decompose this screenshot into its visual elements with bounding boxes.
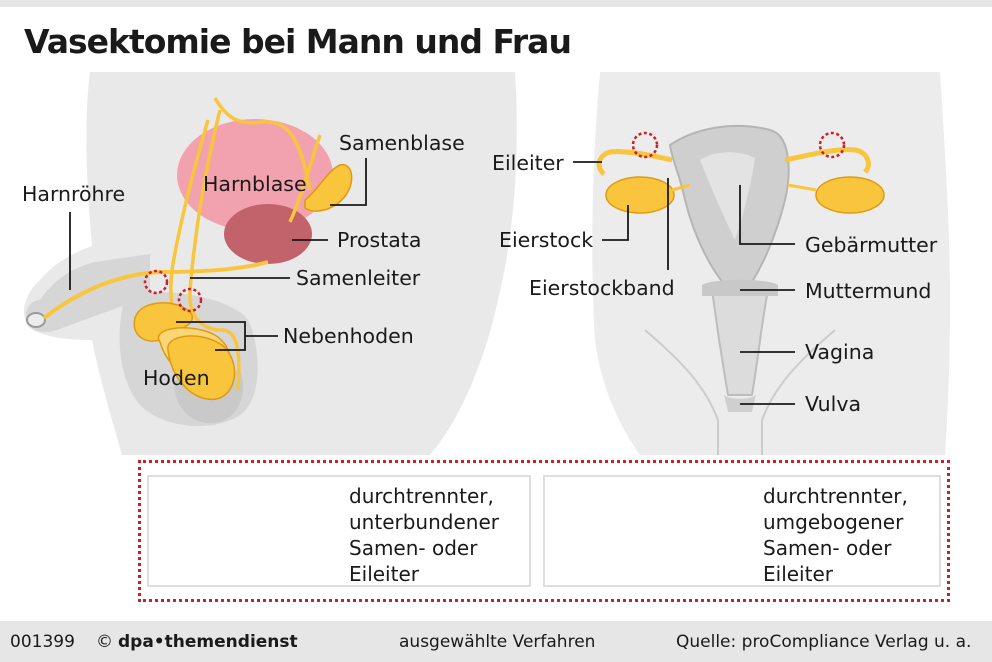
label-harnblase: Harnblase <box>203 172 307 196</box>
legend-box-ligated <box>147 475 531 587</box>
top-bar <box>0 0 992 7</box>
anatomy-diagram <box>24 72 950 549</box>
ovary-right <box>815 176 885 214</box>
testis-bottom <box>167 335 236 401</box>
urethra-opening <box>26 312 46 328</box>
legend-text-folded: durchtrennter, umgebogener Samen- oder E… <box>763 484 908 586</box>
seminal-vesicle-shape <box>304 164 353 212</box>
uterus-cavity <box>700 152 755 240</box>
fallopian-tube-right <box>784 147 871 174</box>
label-vagina: Vagina <box>805 340 875 364</box>
bladder-shape <box>177 119 333 231</box>
label-eileiter: Eileiter <box>492 151 564 175</box>
copyright-icon: © <box>96 632 113 652</box>
label-samenleiter: Samenleiter <box>296 266 421 290</box>
label-eierstockband: Eierstockband <box>529 276 675 300</box>
cervix-shape <box>702 279 778 296</box>
male-leader-lines <box>69 158 367 351</box>
vas-deferens-duct <box>213 97 322 223</box>
label-eierstock: Eierstock <box>499 228 594 252</box>
footer-bar: 001399 © dpa•themendienst ausgewählte Ve… <box>0 621 992 662</box>
leg-outline-right <box>761 329 836 455</box>
label-nebenhoden: Nebenhoden <box>283 324 414 348</box>
ovary-left <box>605 176 675 214</box>
ovarian-ligament-left <box>671 183 691 192</box>
vas-deferens-right <box>188 109 241 391</box>
cut-marker-female-2 <box>818 131 846 159</box>
page-title: Vasektomie bei Mann und Frau <box>24 22 572 61</box>
cut-marker-female-1 <box>631 131 659 159</box>
epididymis-top <box>133 302 193 342</box>
male-anatomy <box>24 72 517 455</box>
label-muttermund: Muttermund <box>805 279 932 303</box>
ovarian-ligament-right <box>787 183 817 192</box>
legend-text-ligated: durchtrennter, unterbundener Samen- oder… <box>349 484 499 586</box>
cut-marker-male-1 <box>143 269 169 295</box>
female-leader-lines <box>573 161 795 405</box>
label-harnroehre: Harnröhre <box>22 182 126 206</box>
label-samenblase: Samenblase <box>339 131 465 155</box>
vagina-shape <box>710 289 770 396</box>
leg-outline-left <box>644 329 719 455</box>
label-vulva: Vulva <box>805 392 862 416</box>
legend-box-folded <box>543 475 941 587</box>
footer-source: Quelle: proCompliance Verlag u. a. <box>676 632 972 652</box>
prostate-shape <box>224 204 312 264</box>
cut-marker-male-2 <box>177 287 203 313</box>
female-anatomy <box>573 72 950 455</box>
penis-shape <box>25 254 150 333</box>
footer-brand: dpa•themendienst <box>118 632 298 652</box>
footer-id: 001399 <box>10 632 75 652</box>
footer-caption: ausgewählte Verfahren <box>399 632 596 652</box>
label-hoden: Hoden <box>143 366 210 390</box>
label-gebaermutter: Gebärmutter <box>805 233 938 257</box>
label-prostata: Prostata <box>337 228 422 252</box>
legend-frame <box>138 460 950 602</box>
